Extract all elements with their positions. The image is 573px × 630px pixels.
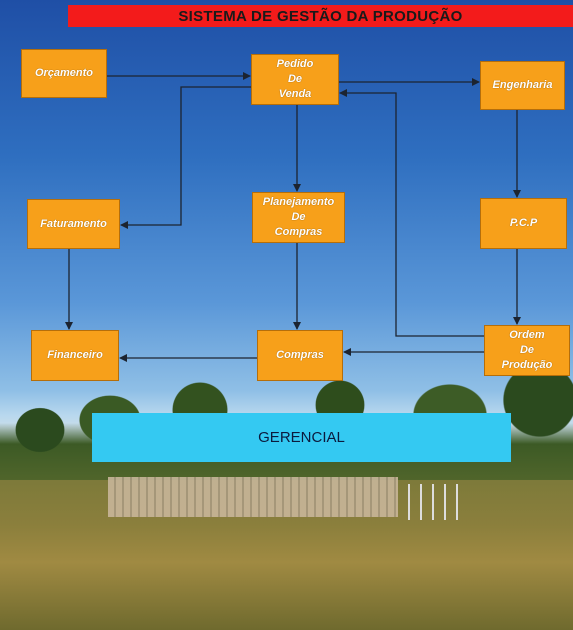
node-pedido-de-venda: Pedido De Venda [251, 54, 339, 105]
node-faturamento: Faturamento [27, 199, 120, 249]
node-engenharia: Engenharia [480, 61, 565, 110]
edge-pedido-faturamento [120, 86, 251, 229]
node-compras: Compras [257, 330, 343, 381]
title-bar: SISTEMA DE GESTÃO DA PRODUÇÃO [68, 5, 573, 27]
node-orcamento: Orçamento [21, 49, 107, 98]
gerencial-banner: GERENCIAL [92, 413, 511, 462]
edge-ordem-pedido [339, 89, 484, 337]
node-financeiro: Financeiro [31, 330, 119, 381]
wire-fence-background [398, 484, 468, 520]
node-pcp: P.C.P [480, 198, 567, 249]
diagram-title: SISTEMA DE GESTÃO DA PRODUÇÃO [178, 7, 463, 25]
node-ordem-de-producao: Ordem De Produção [484, 325, 570, 376]
fence-background [108, 477, 398, 517]
node-planejamento-de-compras: Planejamento De Compras [252, 192, 345, 243]
